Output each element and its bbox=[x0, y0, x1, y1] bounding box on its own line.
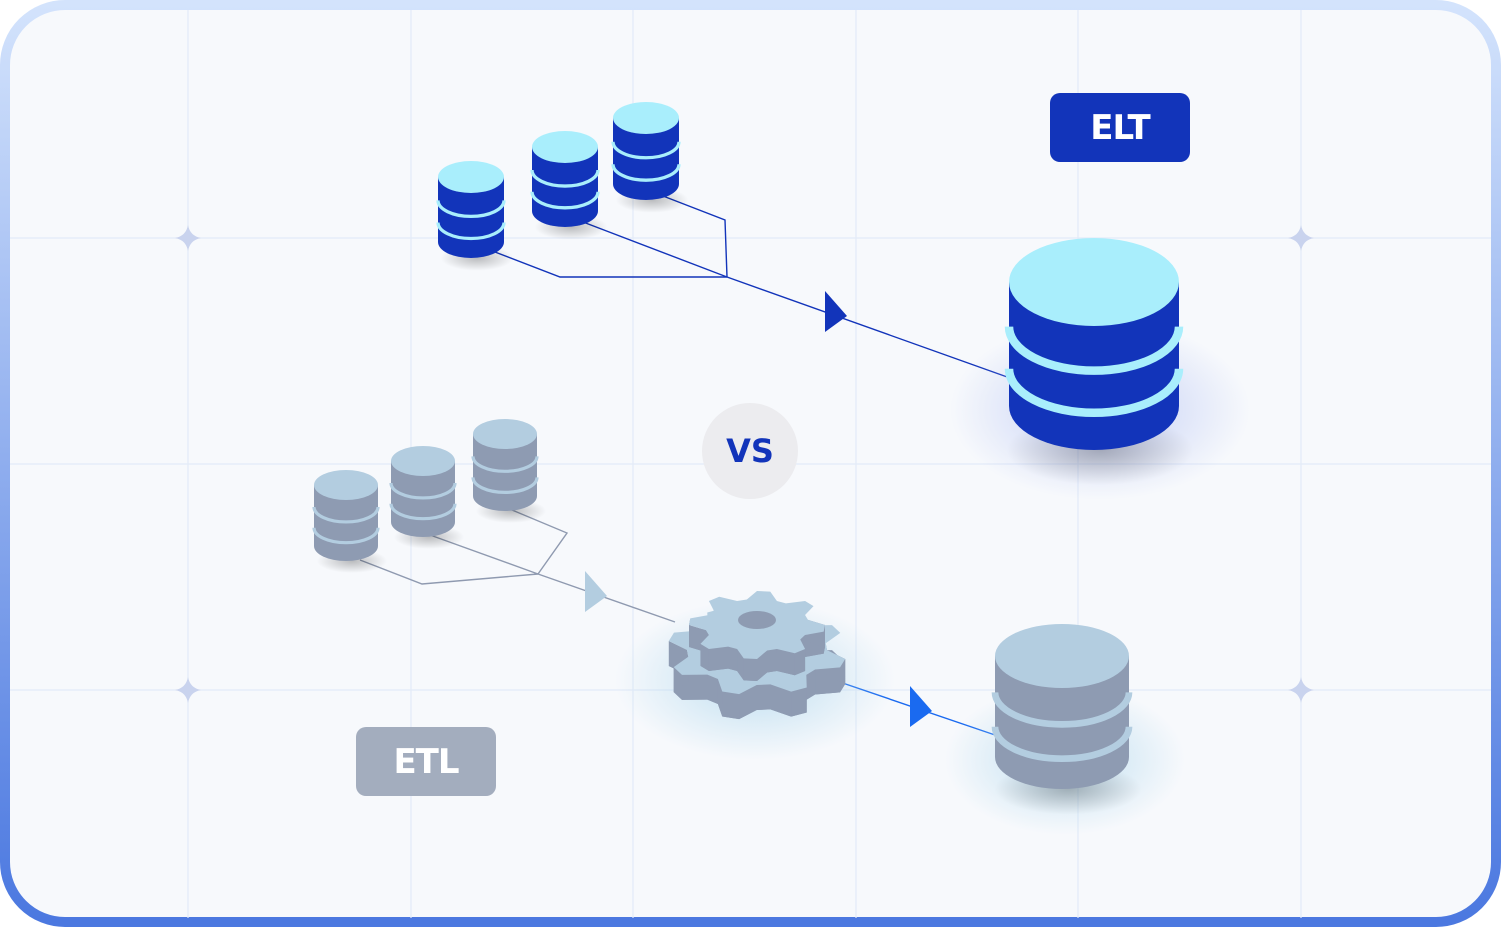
database-icon bbox=[611, 102, 689, 213]
sparkle-icon bbox=[175, 677, 201, 703]
gear-side bbox=[770, 684, 792, 717]
target-warehouse-database-icon bbox=[1004, 238, 1194, 486]
connector-line bbox=[359, 559, 539, 585]
sparkles bbox=[175, 225, 1314, 703]
gear-side bbox=[722, 691, 740, 720]
gear-side bbox=[757, 650, 768, 681]
gear-side bbox=[707, 674, 718, 705]
database-icon bbox=[471, 419, 547, 523]
vs-badge: VS bbox=[702, 403, 798, 499]
sparkle-icon bbox=[1288, 677, 1314, 703]
connector-line bbox=[726, 276, 1011, 379]
arrow-icon bbox=[825, 291, 847, 332]
gear-side bbox=[728, 646, 738, 672]
database-icon bbox=[436, 161, 514, 271]
database-icon bbox=[312, 470, 388, 573]
sparkle-icon bbox=[175, 225, 201, 251]
sparkle-icon bbox=[1288, 225, 1314, 251]
connector-line bbox=[537, 573, 676, 623]
gear-side bbox=[681, 674, 708, 700]
connector-lines bbox=[359, 195, 1011, 736]
gear-side bbox=[776, 649, 795, 676]
arrow-icon bbox=[585, 571, 607, 612]
connector-line bbox=[582, 221, 728, 278]
gear-side bbox=[806, 669, 816, 700]
gear-side bbox=[791, 687, 807, 717]
gear-side bbox=[717, 679, 723, 717]
gear-hole bbox=[738, 611, 776, 629]
gear-side bbox=[737, 649, 744, 681]
gear-icon bbox=[668, 591, 846, 720]
gear-side bbox=[767, 649, 777, 673]
etl-label: ETL bbox=[356, 727, 496, 796]
databases bbox=[312, 102, 1194, 815]
gear-side bbox=[739, 684, 757, 720]
gear-side bbox=[794, 649, 806, 676]
gear-side bbox=[689, 625, 706, 653]
gear-side bbox=[756, 684, 771, 710]
elt-label: ELT bbox=[1050, 93, 1190, 162]
target-database-icon bbox=[991, 624, 1142, 815]
gear-side bbox=[743, 658, 757, 681]
database-icon bbox=[389, 446, 465, 549]
gear-side bbox=[689, 618, 691, 647]
database-icon bbox=[530, 131, 608, 240]
connector-line bbox=[494, 251, 727, 278]
gear-side bbox=[708, 646, 729, 672]
arrow-icon bbox=[910, 686, 932, 727]
